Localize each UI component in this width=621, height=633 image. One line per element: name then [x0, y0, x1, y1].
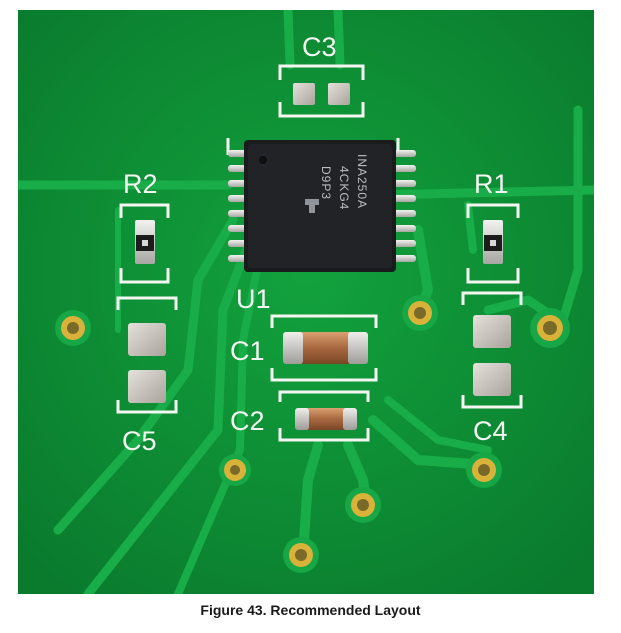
- chip-marking-line1: INA250A: [355, 154, 369, 209]
- label-c3: C3: [302, 32, 337, 62]
- c2-capacitor: [295, 408, 357, 430]
- label-c4: C4: [473, 416, 508, 446]
- ti-logo: [305, 199, 319, 213]
- chip-marking-line2: 4CKG4: [337, 166, 351, 210]
- silkscreen-outlines: [116, 64, 523, 442]
- c5-pads: [128, 323, 166, 403]
- copper-traces: [18, 10, 594, 594]
- chip-marking-line3: D9P3: [319, 166, 333, 200]
- r1-resistor: [483, 220, 503, 264]
- c4-pads: [473, 315, 511, 396]
- figure-caption: Figure 43. Recommended Layout: [200, 602, 421, 618]
- label-r1: R1: [474, 169, 509, 199]
- c3-pads: [293, 83, 350, 105]
- label-u1: U1: [236, 284, 271, 314]
- pcb-layout-photo: INA250A 4CKG4 D9P3 C3 R2 R1 U1 C1 C2 C4 …: [18, 10, 594, 594]
- vias: [55, 295, 570, 573]
- label-c1: C1: [230, 336, 265, 366]
- c1-capacitor: [283, 332, 368, 364]
- label-c5: C5: [122, 426, 157, 456]
- u1-chip: INA250A 4CKG4 D9P3: [244, 140, 396, 272]
- r2-resistor: [135, 220, 155, 264]
- label-r2: R2: [123, 169, 158, 199]
- label-c2: C2: [230, 406, 265, 436]
